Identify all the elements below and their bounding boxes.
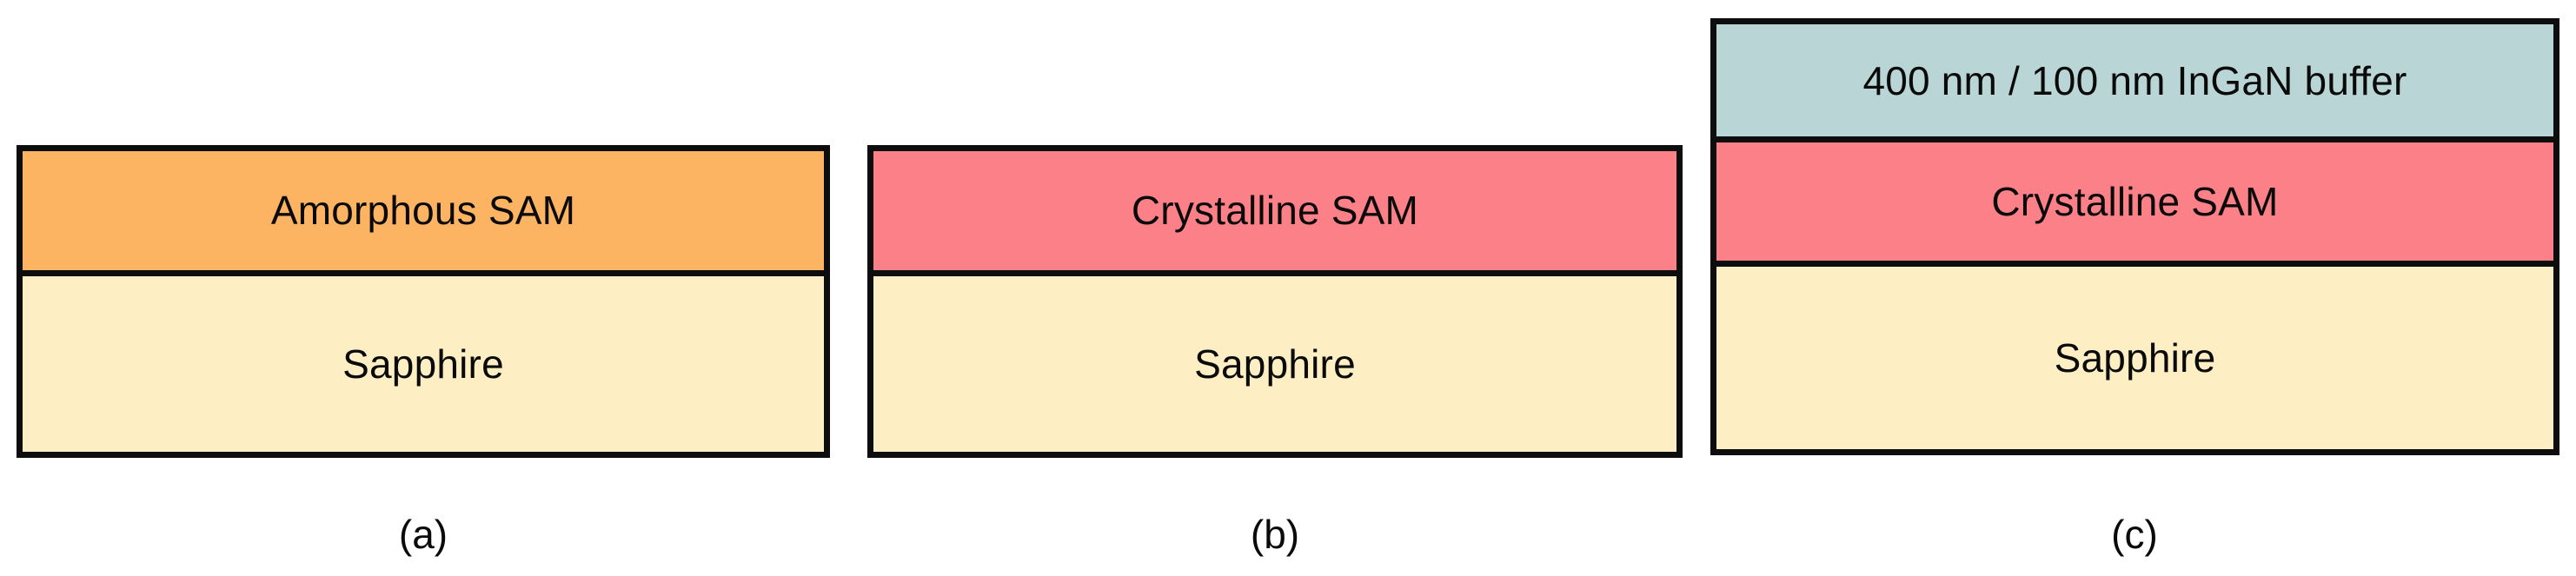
layer-label-amorphous-sam: Amorphous SAM	[270, 188, 576, 234]
layer-label-sapphire: Sapphire	[1194, 341, 1356, 387]
layer-label-sapphire: Sapphire	[342, 341, 504, 387]
layer-amorphous-sam: Amorphous SAM	[23, 151, 824, 270]
panel-caption-a: (a)	[398, 512, 448, 557]
layer-label-crystalline-sam: Crystalline SAM	[1131, 188, 1419, 234]
layer-sapphire: Sapphire	[23, 269, 824, 452]
panel-caption-b: (b)	[1250, 512, 1300, 557]
layer-crystalline-sam: Crystalline SAM	[1716, 136, 2553, 262]
layer-crystalline-sam: Crystalline SAM	[873, 151, 1676, 270]
layer-label-sapphire: Sapphire	[2054, 335, 2216, 381]
layer-sapphire: Sapphire	[873, 269, 1676, 452]
layer-label-ingan-buffer: 400 nm / 100 nm InGaN buffer	[1862, 57, 2407, 103]
layer-sapphire: Sapphire	[1716, 261, 2553, 449]
layer-stack-a: Amorphous SAM Sapphire	[17, 145, 830, 458]
layer-label-crystalline-sam: Crystalline SAM	[1991, 179, 2279, 225]
layer-stack-b: Crystalline SAM Sapphire	[867, 145, 1683, 458]
panel-caption-c: (c)	[2111, 512, 2158, 557]
layer-ingan-buffer: 400 nm / 100 nm InGaN buffer	[1716, 24, 2553, 137]
